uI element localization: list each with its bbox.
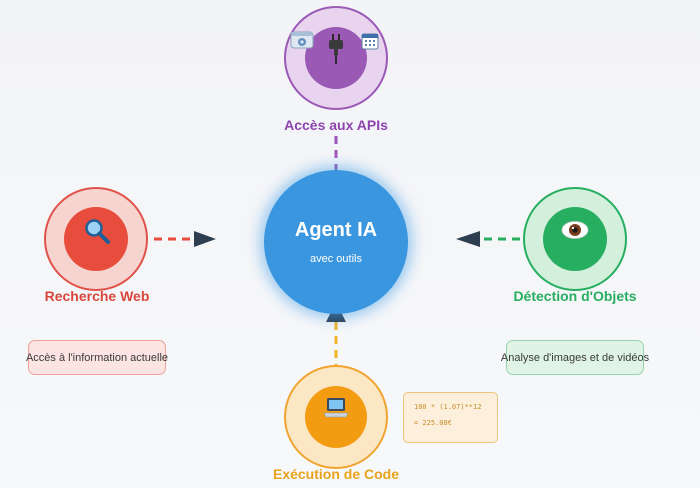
agent-subtitle: avec outils — [310, 253, 362, 265]
apis-label: Accès aux APIs — [284, 117, 388, 133]
code-execution-label: Exécution de Code — [272, 466, 400, 482]
eye-icon — [561, 221, 589, 239]
magnifier-icon — [85, 219, 110, 244]
code-snippet-box: 100 * (1.07)**12 = 225.08€ — [403, 392, 498, 443]
web-search-node-core — [64, 207, 128, 271]
object-detection-description: Analyse d'images et de vidéos — [501, 340, 649, 375]
object-detection-node-core — [543, 207, 607, 271]
code-snippet-result: = 225.08€ — [414, 419, 452, 427]
object-detection-label: Détection d'Objets — [513, 288, 637, 304]
web-search-description: Accès à l'information actuelle — [26, 340, 168, 375]
agent-title: Agent IA — [294, 219, 378, 241]
arrow-detection — [456, 231, 480, 247]
arrow-web — [194, 231, 216, 247]
laptop-icon — [323, 398, 349, 418]
code-snippet-line: 100 * (1.07)**12 — [414, 403, 482, 411]
calendar-icon — [361, 33, 379, 50]
plug-icon — [329, 34, 343, 64]
web-search-label: Recherche Web — [44, 288, 150, 304]
gear-window-icon — [290, 31, 314, 49]
agent-node — [264, 170, 408, 314]
